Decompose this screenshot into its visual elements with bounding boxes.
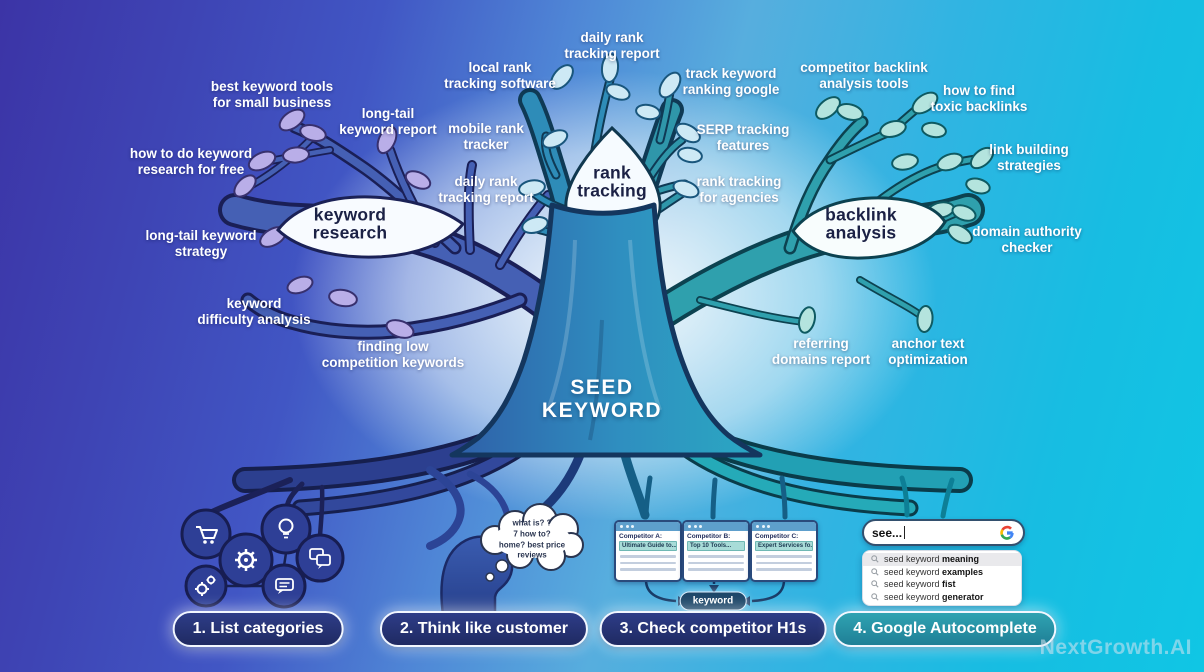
teal-leaves: [798, 91, 995, 334]
tree-trunk: [449, 202, 763, 458]
keyword-label: competitor backlink analysis tools: [800, 60, 928, 91]
magnifier-icon: [871, 580, 879, 588]
light-blue-leaves: [518, 53, 703, 234]
keyword-label: anchor text optimization: [888, 336, 968, 367]
card-titlebar: [752, 522, 816, 531]
search-query-text: see...: [872, 525, 903, 540]
lavender-leaves: [233, 108, 432, 339]
autocomplete-suggestion[interactable]: seed keyword meaning: [863, 553, 1021, 566]
keyword-label: best keyword tools for small business: [210, 79, 334, 110]
cart-icon: [180, 508, 232, 560]
branch-node-rank-tracking: rank tracking: [577, 162, 647, 201]
magnifier-icon: [871, 555, 879, 563]
autocomplete-suggestion[interactable]: seed keyword fist: [863, 578, 1021, 591]
keyword-label: domain authority checker: [972, 224, 1082, 255]
branch-node-backlink-analysis: backlink analysis: [825, 204, 897, 243]
autocomplete-suggestion[interactable]: seed keyword examples: [863, 566, 1021, 579]
magnifier-icon: [871, 592, 879, 601]
google-search-input[interactable]: see...: [862, 519, 1025, 546]
competitor-name: Competitor A:: [619, 533, 663, 540]
magnifier-icon: [871, 567, 879, 576]
keyword-label: daily rank tracking report: [438, 174, 534, 205]
keyword-label: rank tracking for agencies: [696, 174, 782, 205]
comment-icon: [261, 563, 307, 609]
competitor-h1: Top 10 Tools...: [687, 541, 745, 551]
keyword-label: daily rank tracking report: [564, 30, 660, 61]
seed-keyword-title: SEED KEYWORD: [541, 375, 663, 422]
keyword-label: long-tail keyword report: [339, 106, 437, 137]
keyword-label: referring domains report: [771, 336, 871, 367]
category-icons-cluster: [180, 503, 345, 609]
text-caret: [904, 526, 906, 539]
competitor-card-b: Competitor B: Top 10 Tools...: [682, 520, 750, 582]
competitor-h1: Expert Services fo...: [755, 541, 813, 551]
watermark-brand: NextGrowth.AI: [1039, 636, 1192, 659]
competitor-name: Competitor C:: [755, 533, 799, 540]
autocomplete-dropdown: seed keyword meaning seed keyword exampl…: [862, 550, 1022, 606]
competitor-h1: Ultimate Guide to...: [619, 541, 677, 551]
step-2-think-like-customer: 2. Think like customer: [379, 611, 589, 647]
keyword-label: keyword difficulty analysis: [197, 296, 311, 327]
branch-node-keyword-research: keyword research: [312, 204, 388, 243]
thought-bubble-text: what is? ? 7 how to? home? best price re…: [498, 518, 566, 560]
card-titlebar: [616, 522, 680, 531]
lightbulb-icon: [260, 503, 312, 555]
keyword-label: SERP tracking features: [696, 122, 790, 153]
step-3-check-competitor-h1s: 3. Check competitor H1s: [599, 611, 827, 647]
google-logo-icon: [1000, 525, 1014, 540]
keyword-label: local rank tracking software: [444, 60, 556, 91]
step-1-list-categories: 1. List categories: [172, 611, 344, 647]
keyword-result-pill: keyword: [679, 591, 747, 611]
keyword-label: how to find toxic backlinks: [930, 83, 1028, 114]
chat-bubbles-icon: [295, 533, 345, 583]
competitor-card-c: Competitor C: Expert Services fo...: [750, 520, 818, 582]
keyword-label: track keyword ranking google: [682, 66, 780, 97]
competitor-card-a: Competitor A: Ultimate Guide to...: [614, 520, 682, 582]
thinking-person-illustration: [440, 503, 584, 617]
keyword-label: how to do keyword research for free: [129, 146, 253, 177]
gears-pair-icon: [184, 564, 228, 608]
autocomplete-suggestion[interactable]: seed keyword generator: [863, 591, 1021, 604]
gear-icon: [218, 532, 274, 588]
keyword-label: mobile rank tracker: [448, 121, 524, 152]
competitor-name: Competitor B:: [687, 533, 731, 540]
step-4-google-autocomplete: 4. Google Autocomplete: [833, 611, 1057, 647]
keyword-label: long-tail keyword strategy: [145, 228, 257, 259]
keyword-label: link building strategies: [989, 142, 1069, 173]
card-titlebar: [684, 522, 748, 531]
keyword-label: finding low competition keywords: [321, 339, 465, 370]
